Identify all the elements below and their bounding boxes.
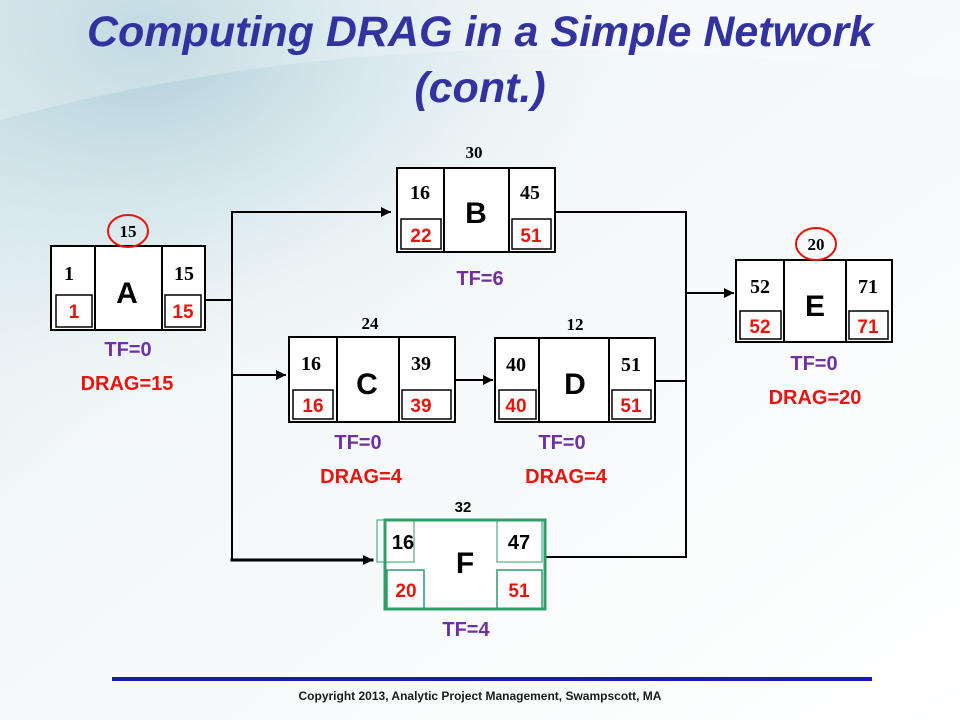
activity-d-drag: DRAG=4 (525, 466, 608, 488)
activity-c: 24 16 C 39 16 39 TF=0 DRAG=4 (288, 314, 456, 488)
activity-c-drag: DRAG=4 (320, 466, 403, 488)
activity-a-drag: DRAG=15 (81, 373, 174, 395)
activity-a-name: A (116, 277, 138, 310)
activity-c-ls: 16 (302, 396, 323, 417)
activity-e-name: E (805, 290, 825, 323)
activity-d-es: 40 (506, 354, 526, 376)
footer-rule (112, 677, 872, 681)
activity-b-name: B (465, 197, 487, 230)
activity-d: 12 40 D 51 40 51 TF=0 DRAG=4 (494, 315, 656, 488)
activity-e-duration-circle (795, 227, 837, 261)
activity-f-tf: TF=4 (442, 619, 490, 641)
activity-e-tf: TF=0 (790, 353, 837, 375)
activity-e-drag: DRAG=20 (769, 387, 862, 409)
activity-e-lf: 71 (857, 317, 879, 338)
copyright-text: Copyright 2013, Analytic Project Managem… (298, 689, 662, 703)
activity-f-duration: 32 (455, 499, 472, 516)
activity-d-lf: 51 (620, 396, 642, 417)
activity-c-lf: 39 (410, 396, 431, 417)
activity-b-tf: TF=6 (456, 268, 503, 290)
title-line-2: (cont.) (414, 64, 546, 112)
activity-c-es: 16 (301, 353, 321, 375)
activity-e-duration: 20 (808, 235, 825, 254)
activity-a-duration: 15 (120, 222, 137, 241)
activity-c-ef: 39 (411, 353, 431, 375)
title-line-1: Computing DRAG in a Simple Network (87, 8, 873, 56)
activity-e-ef: 71 (858, 276, 878, 298)
activity-a-ef: 15 (174, 263, 194, 285)
activity-a-tf: TF=0 (104, 339, 151, 361)
activity-f: 32 16 F 47 20 51 TF=4 (376, 499, 547, 641)
activity-a-lf: 15 (172, 302, 194, 323)
activity-a-es: 1 (64, 263, 74, 285)
activity-c-name: C (356, 368, 378, 401)
activity-d-tf: TF=0 (538, 432, 585, 454)
activity-f-lf: 51 (508, 581, 530, 602)
activity-b-duration: 30 (466, 143, 483, 162)
connectors (204, 207, 734, 565)
slide-title: Computing DRAG in a Simple Network (cont… (0, 4, 960, 116)
activity-b: 30 16 B 45 22 51 TF=6 (396, 143, 556, 290)
activity-c-duration: 24 (362, 314, 380, 333)
activity-c-tf: TF=0 (334, 432, 381, 454)
activity-d-ef: 51 (621, 354, 641, 376)
activity-b-es: 16 (410, 182, 430, 204)
activity-b-ls: 22 (410, 226, 431, 247)
activity-d-duration: 12 (567, 315, 584, 334)
activity-b-lf: 51 (520, 226, 542, 247)
activity-f-name: F (456, 547, 474, 580)
activity-b-ef: 45 (520, 182, 540, 204)
activity-f-ls: 20 (395, 581, 416, 602)
activity-f-ef: 47 (508, 532, 530, 554)
activity-a-duration-circle (107, 214, 149, 248)
activity-d-ls: 40 (505, 396, 526, 417)
activity-a: 15 1 A 15 1 15 TF=0 DRAG=15 (50, 214, 206, 395)
activity-e-es: 52 (750, 276, 770, 298)
activity-f-es: 16 (392, 532, 414, 554)
activity-e-ls: 52 (749, 317, 770, 338)
activity-e: 20 52 E 71 52 71 TF=0 DRAG=20 (735, 227, 893, 409)
activity-d-name: D (564, 368, 586, 401)
activity-a-ls: 1 (69, 302, 80, 323)
